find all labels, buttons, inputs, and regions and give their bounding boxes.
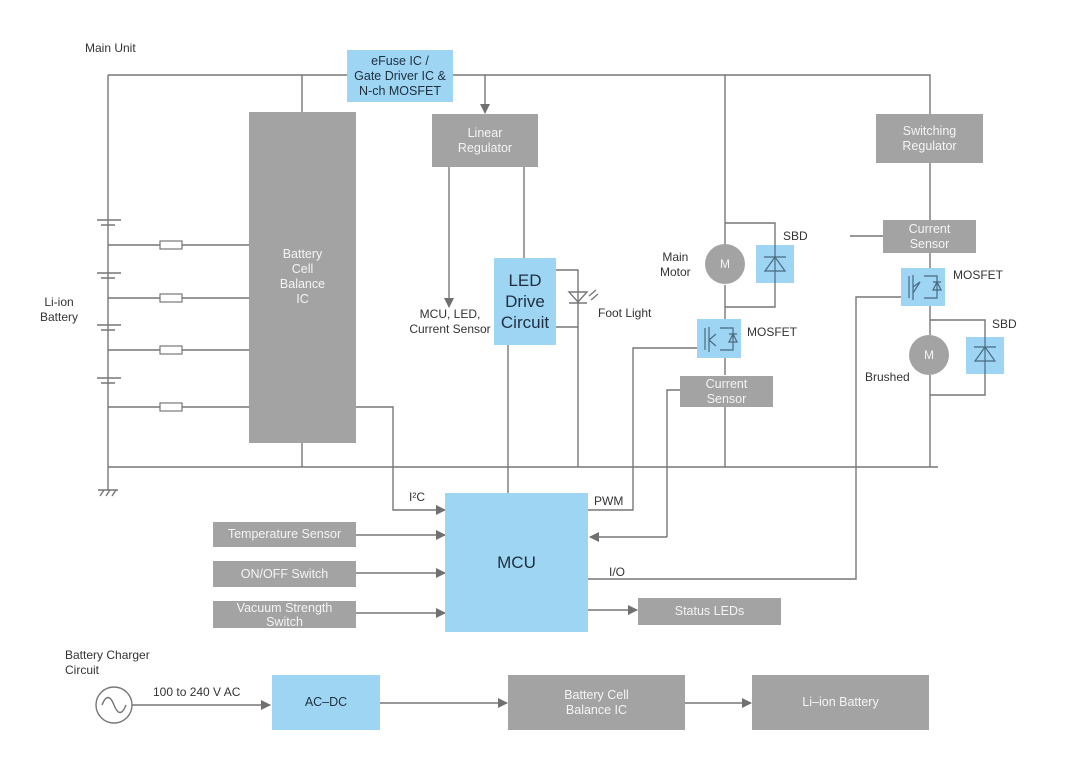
foot-light-label: Foot Light bbox=[598, 306, 652, 320]
main-unit-title: Main Unit bbox=[85, 41, 136, 55]
brushed-sbd-label: SBD bbox=[992, 317, 1017, 331]
led-symbol bbox=[567, 289, 599, 304]
cell-1 bbox=[97, 219, 121, 226]
cell-4 bbox=[97, 377, 121, 384]
main-motor-label: Main Motor bbox=[660, 250, 691, 279]
cell-3 bbox=[97, 324, 121, 331]
main-current-sensor-block: Current Sensor bbox=[680, 376, 773, 407]
charger-battery-block: Li–ion Battery bbox=[752, 675, 929, 730]
pwm-wire bbox=[588, 347, 705, 511]
battery-label: Li-ion Battery bbox=[40, 295, 79, 324]
charger-balance-ic-block: Battery Cell Balance IC bbox=[508, 675, 685, 730]
main-motor-icon: M bbox=[705, 244, 745, 284]
cs-feedback-wire bbox=[590, 389, 680, 537]
onoff-switch-block: ON/OFF Switch bbox=[213, 561, 356, 587]
cell-balance-ic-block: Battery Cell Balance IC bbox=[249, 112, 356, 443]
brushed-mosfet-label: MOSFET bbox=[953, 268, 1003, 282]
i2c-wire bbox=[356, 406, 446, 515]
cell-2 bbox=[97, 272, 121, 279]
brushed-label: Brushed bbox=[865, 370, 910, 384]
led-drive-block: LED Drive Circuit bbox=[494, 258, 556, 345]
io-wire bbox=[588, 296, 910, 580]
linear-regulator-block: Linear Regulator bbox=[432, 114, 538, 167]
efuse-block: eFuse IC / Gate Driver IC & N-ch MOSFET bbox=[347, 50, 453, 102]
resistor-4 bbox=[159, 402, 183, 412]
ac-voltage-label: 100 to 240 V AC bbox=[153, 685, 241, 699]
resistor-3 bbox=[159, 345, 183, 355]
ground-symbol bbox=[98, 489, 118, 497]
linear-output-label: MCU, LED, Current Sensor bbox=[409, 307, 491, 336]
foot-light-wire bbox=[556, 269, 579, 467]
resistor-1 bbox=[159, 240, 183, 250]
switching-regulator-block: Switching Regulator bbox=[876, 114, 983, 163]
pwm-label: PWM bbox=[594, 494, 624, 508]
io-label: I/O bbox=[609, 565, 626, 579]
brushed-mosfet-icon bbox=[901, 268, 945, 306]
status-leds-block: Status LEDs bbox=[638, 598, 781, 625]
charger-title: Battery Charger Circuit bbox=[65, 648, 150, 677]
main-mosfet-label: MOSFET bbox=[747, 325, 797, 339]
main-mosfet-icon bbox=[697, 319, 741, 358]
i2c-label: I²C bbox=[409, 490, 425, 504]
brushed-current-sensor-block: Current Sensor bbox=[883, 220, 976, 253]
brushed-motor-icon: M bbox=[909, 335, 949, 375]
temperature-sensor-block: Temperature Sensor bbox=[213, 522, 356, 547]
main-sbd-label: SBD bbox=[783, 229, 808, 243]
acdc-block: AC–DC bbox=[272, 675, 380, 730]
mcu-block: MCU bbox=[445, 493, 588, 632]
top-bus-wire bbox=[108, 74, 931, 115]
resistor-2 bbox=[159, 293, 183, 303]
vacuum-strength-switch-block: Vacuum Strength Switch bbox=[213, 601, 356, 629]
